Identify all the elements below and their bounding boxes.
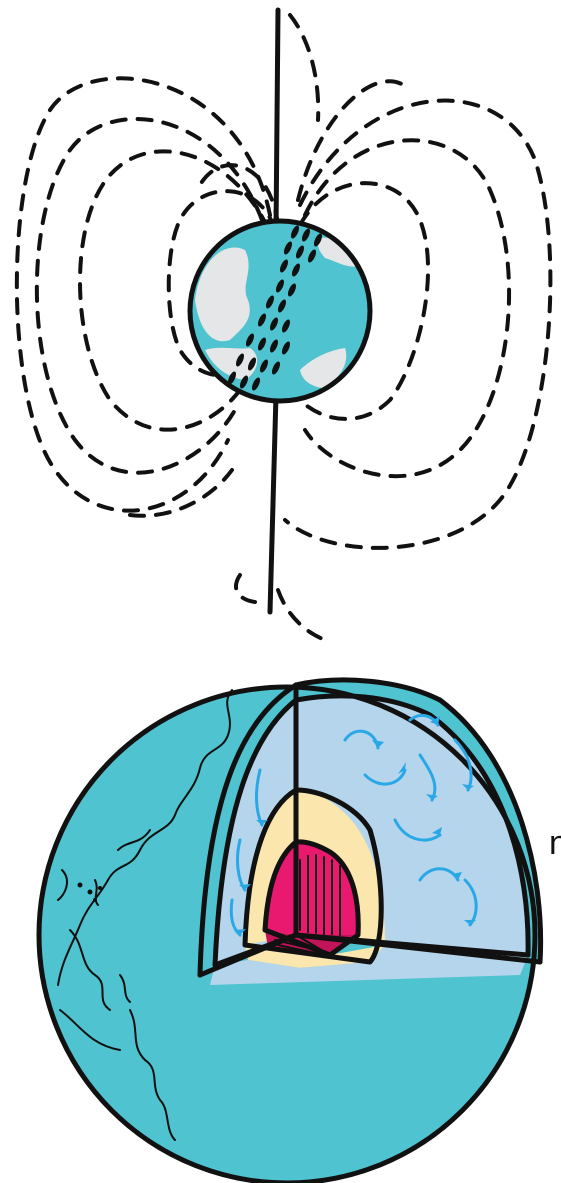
edge-text: n (549, 826, 561, 860)
earth-cutaway-icon (39, 680, 541, 1183)
earth-globe-icon (190, 221, 370, 401)
magnetic-field-diagram (17, 10, 551, 640)
